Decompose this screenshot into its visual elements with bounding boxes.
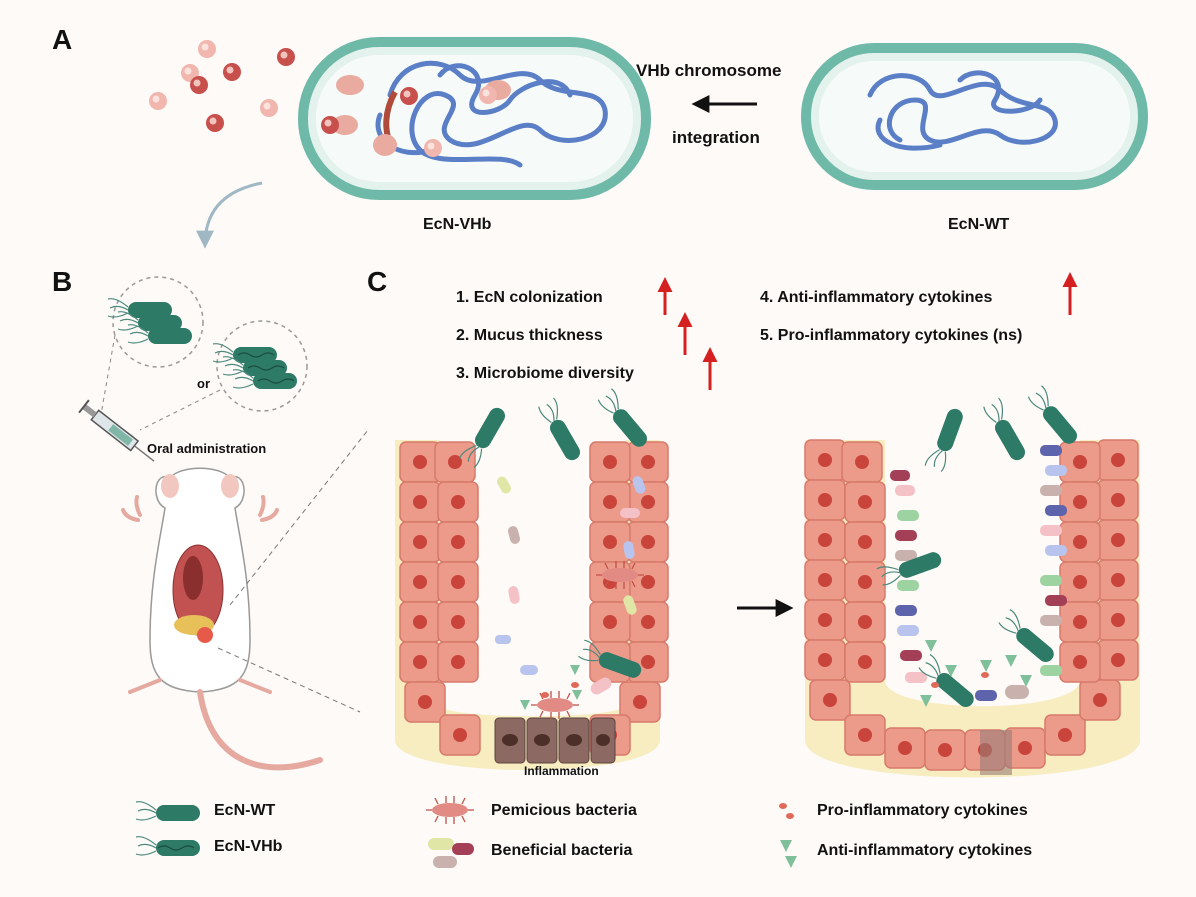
effect-2: 2. Mucus thickness [456,327,603,344]
arrow-label-bottom: integration [672,128,760,147]
inflammation-label: Inflammation [524,764,599,778]
effect-1: 1. EcN colonization [456,289,603,306]
oxygen-molecules [149,40,295,132]
panel-b-label: B [52,266,73,297]
ecn-wt-cell [801,43,1148,190]
mouse [121,429,369,771]
legend-beneficial: Beneficial bacteria [491,842,633,859]
legend-icons [135,795,797,868]
ecn-vhb-cell [298,37,651,200]
ecn-wt-label: EcN-WT [948,216,1010,233]
effect-4: 4. Anti-inflammatory cytokines [760,289,993,306]
curved-arrow [196,181,263,249]
bacteria-choice [99,276,308,431]
effect-5: 5. Pro-inflammatory cytokines (ns) [760,327,1023,344]
panel-c-label: C [367,266,388,297]
ecn-vhb-label: EcN-VHb [423,216,492,233]
legend-ecn-vhb: EcN-VHb [214,838,283,855]
legend-pro: Pro-inflammatory cytokines [817,802,1028,819]
panel-a-label: A [52,24,73,55]
oral-administration-label: Oral administration [147,441,267,456]
inflamed-crypt [395,440,669,770]
syringe [78,399,155,462]
legend-anti: Anti-inflammatory cytokines [817,842,1033,859]
effect-3: 3. Microbiome diversity [456,365,634,382]
healthy-crypt [804,384,1140,778]
legend-pernicious: Pemicious bacteria [491,802,637,819]
arrow-label-top: VHb chromosome [636,61,782,80]
increase-arrows [657,272,1078,390]
legend-ecn-wt: EcN-WT [214,802,276,819]
or-label: or [197,376,210,391]
